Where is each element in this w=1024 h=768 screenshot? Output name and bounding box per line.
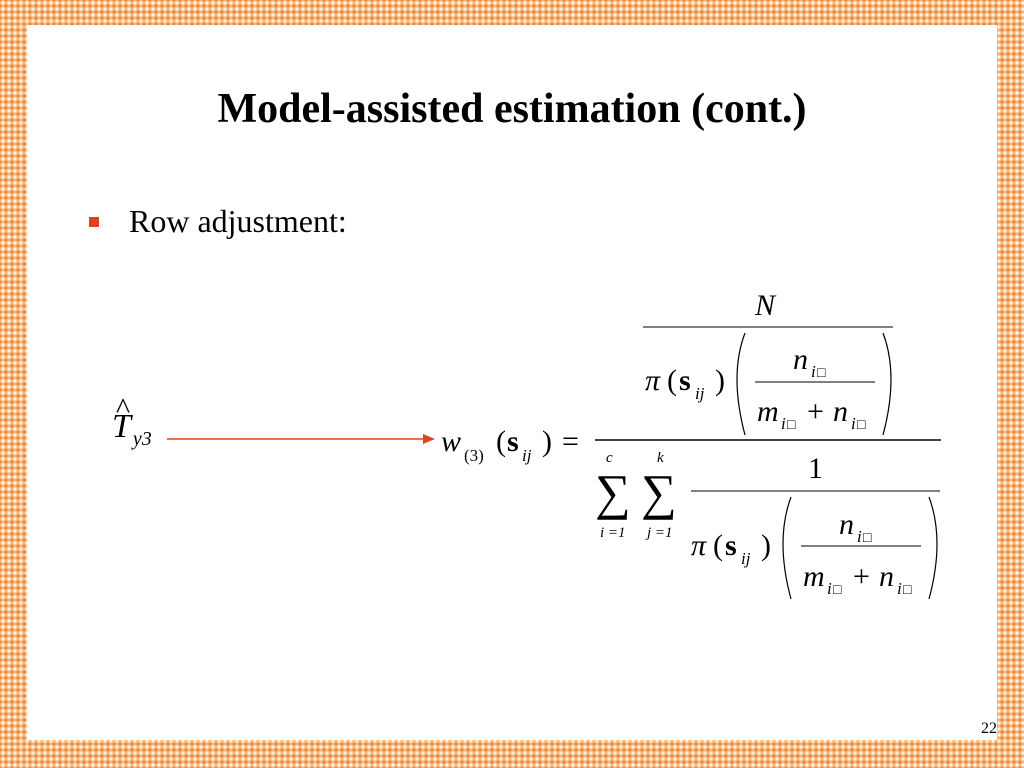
bullet-item: Row adjustment: [89,203,347,240]
top-inner-m-sub: i [781,414,786,433]
arrow-right-icon [167,434,435,444]
top-ij: ij [695,384,705,403]
lhs-close-paren: ) [542,425,552,458]
bottom-inner-m: m [803,560,825,593]
square-bullet-icon [89,216,99,227]
estimator-subscript: y3 [132,428,152,450]
top-close-paren: ) [715,364,725,397]
bottom-inner-n2: n [879,560,894,593]
lhs-arg-sub: ij [522,446,532,465]
bottom-pi: π [691,529,707,562]
bottom-inner-m-sub: i [827,579,832,598]
equals-sign: = [562,425,579,458]
bottom-inner-m-dot: □ [833,583,842,598]
lhs-open-paren: ( [496,425,506,458]
lhs-arg: s [507,425,519,458]
top-pi: π [645,364,661,397]
estimator-letter: T [112,408,131,445]
bottom-s: s [725,529,737,562]
top-big-open-paren [736,332,746,436]
bottom-inner-n2-dot: □ [903,583,912,598]
sum2-upper: k [657,450,664,466]
estimator-hat: ^ [116,392,131,425]
bottom-inner-n: n [839,508,854,541]
top-inner-n2-sub: i [851,414,856,433]
numerator-n: N [754,289,777,322]
bottom-big-close-paren [928,496,938,600]
bottom-inner-n-dot: □ [863,531,872,546]
top-inner-plus: + [807,395,824,428]
top-big-close-paren [882,332,892,436]
bottom-inner-plus: + [853,560,870,593]
top-inner-n: n [793,343,808,376]
slide-canvas: Model-assisted estimation (cont.) Row ad… [27,25,997,740]
slide-title: Model-assisted estimation (cont.) [217,86,807,132]
page-number: 22 [981,720,997,737]
bottom-close-paren: ) [761,529,771,562]
lhs-symbol: w [441,425,461,458]
top-inner-n2: n [833,395,848,428]
bottom-open-paren: ( [713,529,723,562]
bottom-one: 1 [808,452,823,485]
sum1-symbol: ∑ [595,464,631,520]
bottom-ij: ij [741,549,751,568]
sum2-lower: j =1 [645,525,673,541]
top-inner-n2-dot: □ [857,418,866,433]
bottom-big-open-paren [782,496,792,600]
lhs-index: (3) [464,446,484,465]
sum1-lower: i =1 [600,525,626,541]
bottom-inner-n2-sub: i [897,579,902,598]
bottom-inner-n-sub: i [857,527,862,546]
top-inner-n-dot: □ [817,366,826,381]
top-inner-m-dot: □ [787,418,796,433]
top-s: s [679,364,691,397]
sum1-upper: c [606,450,613,466]
sum2-symbol: ∑ [641,464,677,520]
bullet-text: Row adjustment: [129,203,347,239]
top-inner-m: m [757,395,779,428]
top-inner-n-sub: i [811,362,816,381]
top-open-paren: ( [667,364,677,397]
weight-formula: w (3) ( s ij ) = N π ( s ij ) n i □ m i … [441,289,941,600]
